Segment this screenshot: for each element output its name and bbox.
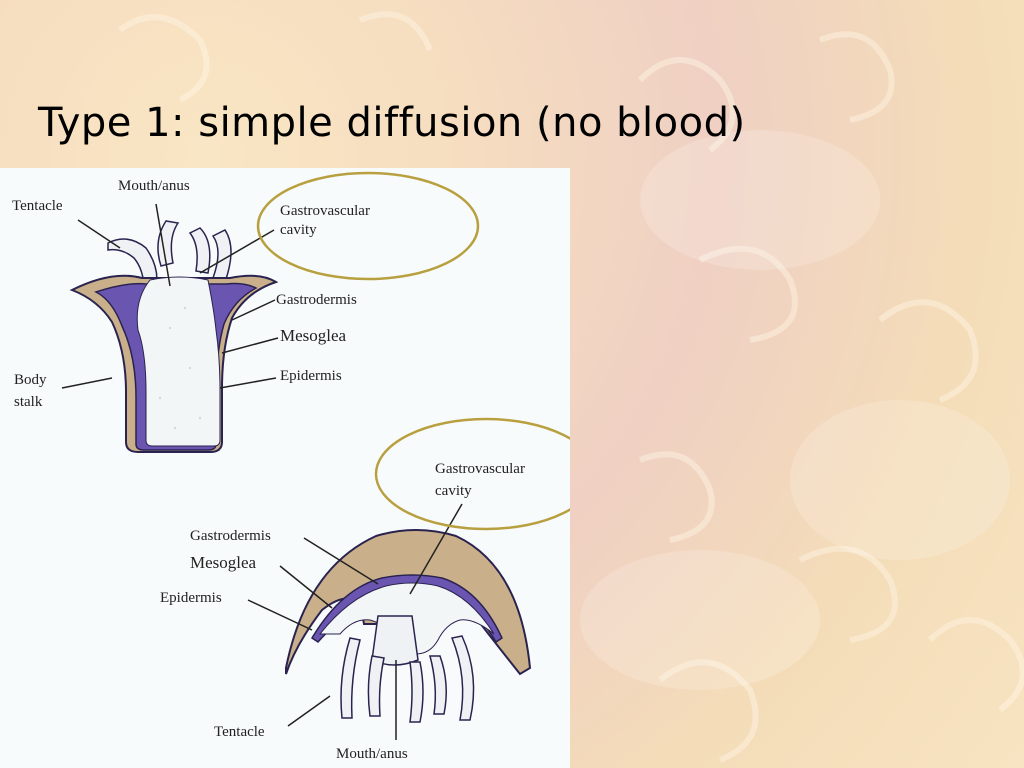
medusa-cavity-highlight-circle (374, 417, 570, 531)
medusa-label-epidermis: Epidermis (160, 590, 222, 606)
medusa-label-tentacle: Tentacle (214, 724, 265, 740)
polyp-cavity-highlight-circle (256, 171, 480, 281)
medusa-diagram: Gastrovascular cavity Gastrodermis Mesog… (160, 417, 570, 762)
polyp-gastrovascular-cavity (136, 276, 221, 447)
medusa-label-mesoglea: Mesoglea (190, 553, 257, 572)
polyp-label-stalk: stalk (14, 394, 43, 410)
slide-title: Type 1: simple diffusion (no blood) (38, 100, 746, 146)
polyp-label-tentacle: Tentacle (12, 198, 63, 214)
medusa-label-cavity: cavity (435, 483, 472, 499)
cnidarian-diagram-panel: Mouth/anus Tentacle Gastrovascular cavit… (0, 168, 570, 768)
polyp-label-gastrodermis: Gastrodermis (276, 292, 357, 308)
medusa-label-gastrodermis: Gastrodermis (190, 528, 271, 544)
medusa-label-mouth-anus: Mouth/anus (336, 746, 408, 762)
medusa-tentacles (340, 635, 475, 723)
polyp-diagram: Mouth/anus Tentacle Gastrovascular cavit… (12, 171, 480, 453)
polyp-label-gastrovascular: Gastrovascular (280, 203, 370, 219)
polyp-label-epidermis: Epidermis (280, 368, 342, 384)
polyp-label-mesoglea: Mesoglea (280, 326, 347, 345)
polyp-label-body: Body (14, 372, 47, 388)
polyp-label-cavity: cavity (280, 222, 317, 238)
medusa-label-gastrovascular: Gastrovascular (435, 461, 525, 477)
polyp-label-mouth-anus: Mouth/anus (118, 178, 190, 194)
